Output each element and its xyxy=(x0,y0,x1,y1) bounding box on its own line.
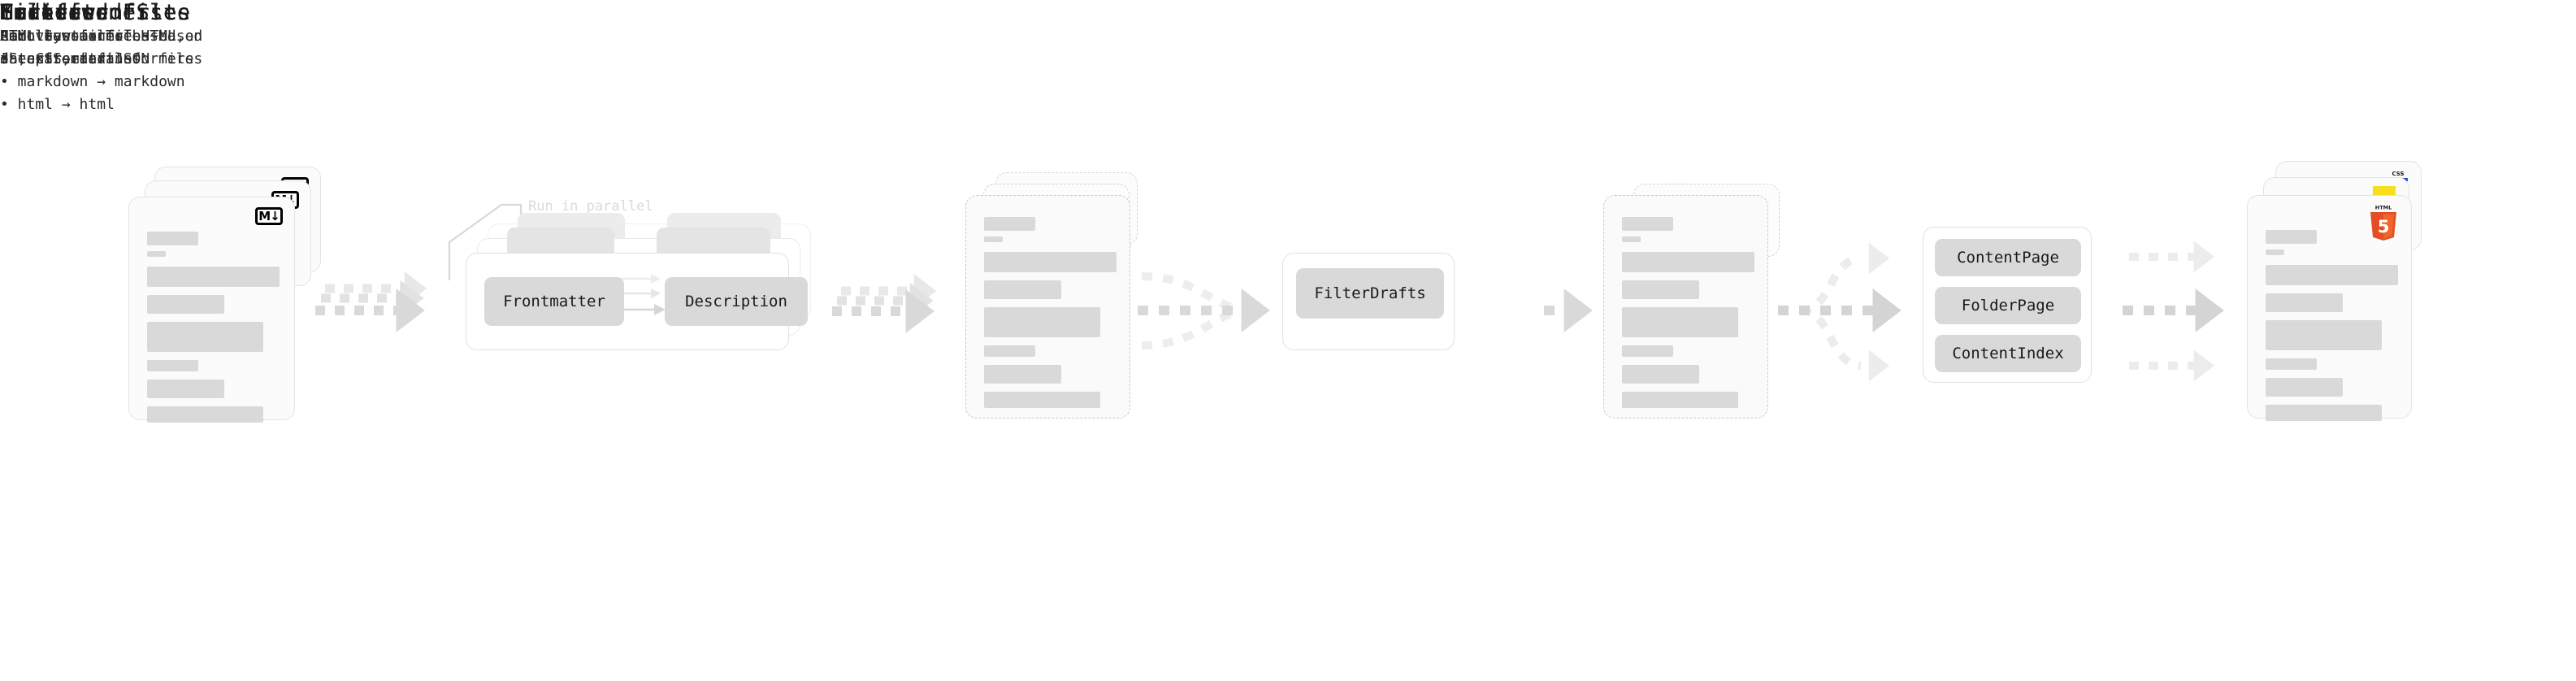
arrow-markdown-to-transformers xyxy=(321,280,424,316)
markdown-icon: M↓ xyxy=(255,207,283,225)
skeleton-bar xyxy=(984,345,1035,357)
skeleton-bar xyxy=(147,322,263,352)
html5-icon-top-label: HTML xyxy=(2375,205,2392,211)
skeleton-bar xyxy=(984,392,1100,408)
arrow-transformers-to-modified xyxy=(832,289,935,333)
stage-filtered-files: Filtered files xyxy=(0,0,1780,419)
stage-desc-emitters: Emit new files based on the parsed files xyxy=(0,28,203,67)
pill-folderpage[interactable]: FolderPage xyxy=(1935,287,2081,324)
stage-desc-generated-site: A collection of HTML, JS, CSS, and JSON … xyxy=(0,28,203,67)
stage-filters: FilterDrafts Filters Remove some files b… xyxy=(0,0,1455,350)
skeleton-bar xyxy=(1622,280,1699,299)
arrow-transformers-to-modified xyxy=(837,283,934,319)
html5-icon: HTML 5 xyxy=(2370,205,2396,241)
skeleton-bar xyxy=(2266,249,2284,255)
stage-title-filtered-files: Filtered files xyxy=(0,0,191,25)
skeleton-bar xyxy=(1622,365,1699,384)
run-in-parallel-label: Run in parallel xyxy=(528,198,653,215)
site-doc-html: HTML 5 xyxy=(2247,195,2412,421)
stage-transformers: Run in parallel Frontmatter Description … xyxy=(0,0,845,681)
skeleton-bar xyxy=(147,295,224,314)
stage-desc-transformers: Can transform: • text → text • markdown … xyxy=(0,28,185,113)
skeleton-bar xyxy=(1622,307,1738,337)
arrow-markdown-to-transformers xyxy=(325,271,427,306)
skeleton-bar xyxy=(147,251,166,257)
skeleton-bar xyxy=(984,252,1117,272)
filtered-doc-front xyxy=(1603,195,1768,419)
stage-desc-filters: Remove some files based on criteria xyxy=(0,28,203,67)
doc-skeleton xyxy=(1622,217,1754,414)
filters-group: FilterDrafts xyxy=(1282,253,1455,350)
html5-icon-number: 5 xyxy=(2378,217,2390,236)
stage-desc-modified-files: HTML Syntax Tree + data from transformer… xyxy=(0,28,194,67)
pill-contentindex[interactable]: ContentIndex xyxy=(1935,335,2081,372)
skeleton-bar xyxy=(1622,236,1641,242)
skeleton-bar xyxy=(2266,265,2398,285)
doc-skeleton xyxy=(147,232,280,428)
pill-filterdrafts[interactable]: FilterDrafts xyxy=(1296,268,1444,319)
skeleton-bar xyxy=(984,217,1035,231)
stage-title-markdown-files: Markdown Files xyxy=(0,0,191,25)
doc-skeleton xyxy=(984,217,1117,414)
skeleton-bar xyxy=(984,280,1061,299)
stage-title-emitters: Emitters xyxy=(0,0,110,25)
stage-title-modified-files: Modified files xyxy=(0,0,191,25)
stage-modified-files: Modified files HTML Syntax Tree + data f… xyxy=(0,0,1154,681)
skeleton-bar xyxy=(147,267,280,287)
emitters-group: ContentPage FolderPage ContentIndex xyxy=(1923,227,2092,383)
css-icon-label: CSS xyxy=(2392,171,2405,177)
pill-description[interactable]: Description xyxy=(665,277,808,326)
stage-markdown-files: M↓ M↓ M↓ Markdown Files xyxy=(0,0,341,681)
skeleton-bar xyxy=(1622,392,1738,408)
skeleton-bar xyxy=(147,232,198,245)
skeleton-bar xyxy=(2266,378,2343,397)
modified-doc-front xyxy=(965,195,1130,419)
arrow-filtered-to-emitters xyxy=(1778,288,1902,332)
arrow-transformers-to-modified xyxy=(841,274,936,308)
stage-emitters: ContentPage FolderPage ContentIndex Emit… xyxy=(0,0,2092,383)
pill-contentpage[interactable]: ContentPage xyxy=(1935,239,2081,276)
skeleton-bar xyxy=(147,380,224,398)
skeleton-bar xyxy=(1622,345,1673,357)
skeleton-bar xyxy=(984,236,1003,242)
skeleton-bar xyxy=(2266,358,2317,370)
stage-title-filters: Filters xyxy=(0,0,96,25)
skeleton-bar xyxy=(2266,230,2317,244)
markdown-doc-front: M↓ xyxy=(128,197,295,423)
arrow-filters-to-filtered xyxy=(1544,288,1593,332)
skeleton-bar xyxy=(1622,252,1754,272)
skeleton-bar xyxy=(147,406,263,423)
skeleton-bar xyxy=(1622,217,1673,231)
arrow-filtered-to-emitters xyxy=(1799,306,1889,382)
stage-title-generated-site: Generated Site xyxy=(0,0,191,25)
arrow-modified-to-filters xyxy=(1138,288,1270,332)
pill-frontmatter[interactable]: Frontmatter xyxy=(484,277,624,326)
stage-title-transformers: Transformers xyxy=(0,0,164,25)
skeleton-bar xyxy=(2266,320,2382,350)
skeleton-bar xyxy=(2266,293,2343,312)
doc-skeleton xyxy=(2266,230,2398,427)
skeleton-bar xyxy=(2266,405,2382,421)
skeleton-bar xyxy=(984,307,1100,337)
skeleton-bar xyxy=(984,365,1061,384)
skeleton-bar xyxy=(147,360,198,371)
arrow-markdown-to-transformers xyxy=(315,288,425,332)
